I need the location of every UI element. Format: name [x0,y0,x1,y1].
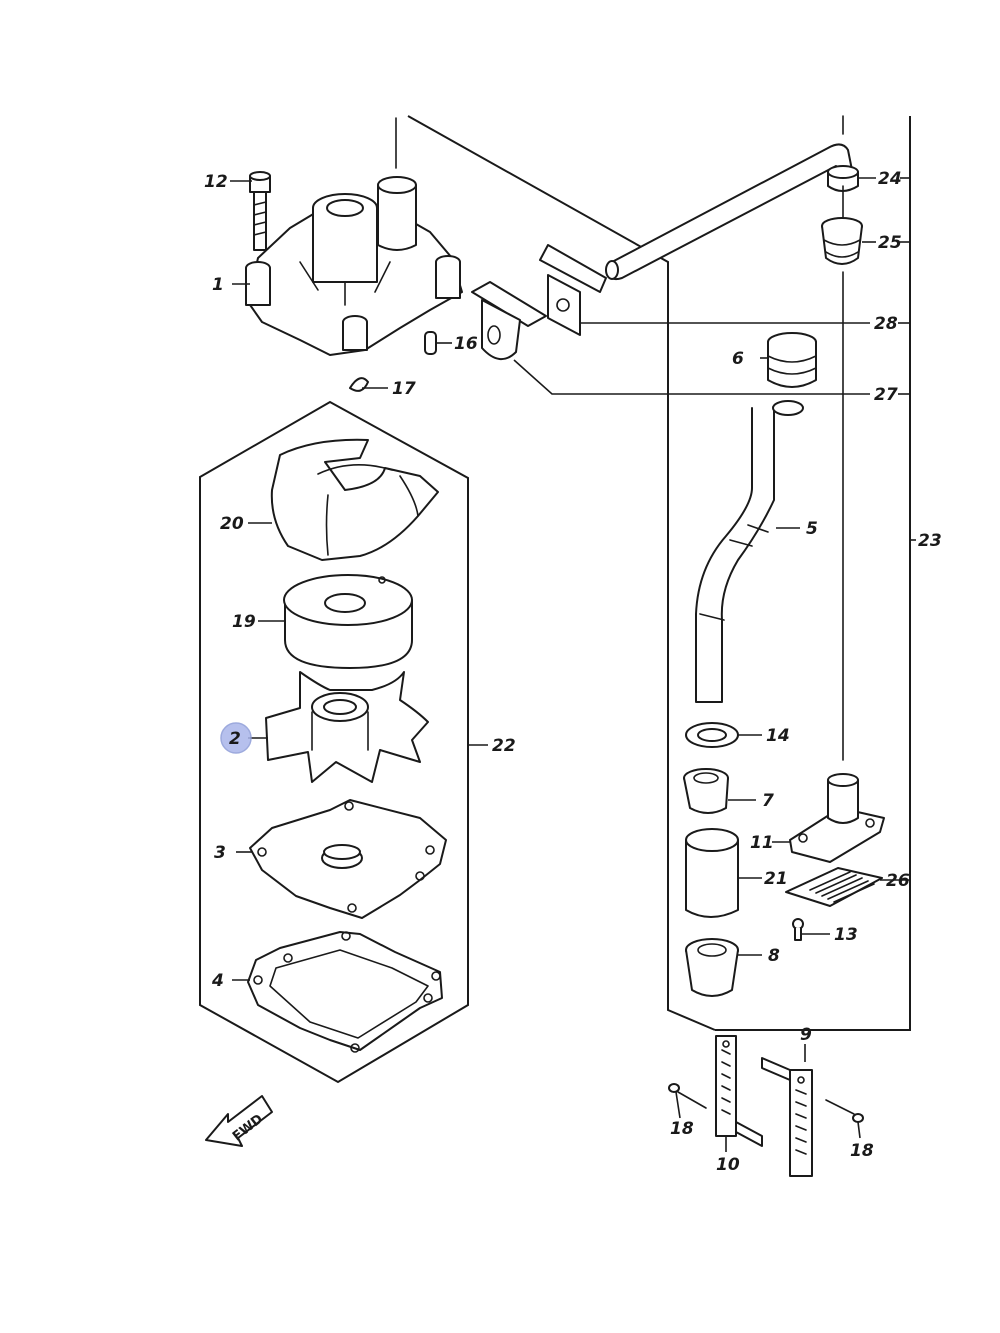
callout-2[interactable]: 2 [229,729,241,749]
callout-28[interactable]: 28 [874,314,898,334]
pump-case [245,117,463,356]
callout-22[interactable]: 22 [492,736,516,756]
gasket-4 [247,931,443,1053]
tube-21 [685,828,739,918]
screw-13 [792,918,804,941]
callout-8[interactable]: 8 [768,946,780,966]
water-tube-upper [605,115,859,281]
callout-1[interactable]: 1 [212,275,224,295]
leader-lines [230,177,916,1152]
callout-21[interactable]: 21 [764,869,788,889]
grommet-7 [683,768,729,814]
callout-5[interactable]: 5 [806,519,818,539]
callout-25[interactable]: 25 [878,233,902,253]
strainer-26 [785,867,883,907]
group-23-frame [715,116,911,1031]
callout-3[interactable]: 3 [214,843,226,863]
callout-19[interactable]: 19 [232,612,256,632]
callout-26[interactable]: 26 [886,871,910,891]
bracket-10 [715,1035,763,1147]
bracket-9 [761,1057,813,1177]
key-17 [349,377,369,392]
grommet-6 [767,332,817,388]
callout-23[interactable]: 23 [918,531,942,551]
callout-20[interactable]: 20 [220,514,244,534]
callout-11[interactable]: 11 [750,833,774,853]
o-ring-20 [270,438,439,561]
callout-24[interactable]: 24 [878,169,902,189]
selected-callout-highlight[interactable] [220,722,252,754]
callout-12[interactable]: 12 [204,172,228,192]
callout-18-right[interactable]: 18 [850,1141,874,1161]
tube-guide-frame [407,115,716,1031]
bracket-28 [539,244,607,336]
callout-14[interactable]: 14 [766,726,790,746]
forward-direction-arrow-icon: FWD [205,1095,273,1147]
impeller-2 [265,671,429,783]
screw-18-left [668,1083,707,1109]
callout-27[interactable]: 27 [874,385,898,405]
callout-7[interactable]: 7 [762,791,774,811]
bolt-12 [249,171,271,251]
kit-22-frame [199,400,469,1084]
wear-plate-3 [249,799,447,919]
impeller-liner-19 [283,574,413,669]
grommet-8 [685,938,739,997]
seal-14 [685,722,739,748]
bracket-27 [471,281,547,360]
grommet-25 [821,217,863,265]
screw-18-right [825,1099,864,1123]
bent-tube-5 [695,400,804,703]
callout-labels: 1 2 3 4 5 6 7 8 9 10 11 12 13 14 16 17 1… [204,169,942,1175]
callout-6[interactable]: 6 [732,349,744,369]
callout-9[interactable]: 9 [800,1025,812,1045]
callout-13[interactable]: 13 [834,925,858,945]
callout-10[interactable]: 10 [716,1155,740,1175]
water-pipe-11 [789,185,885,863]
callout-16[interactable]: 16 [454,334,478,354]
callout-17[interactable]: 17 [392,379,416,399]
callout-18-left[interactable]: 18 [670,1119,694,1139]
pin-16 [424,331,437,355]
callout-4[interactable]: 4 [211,971,224,991]
